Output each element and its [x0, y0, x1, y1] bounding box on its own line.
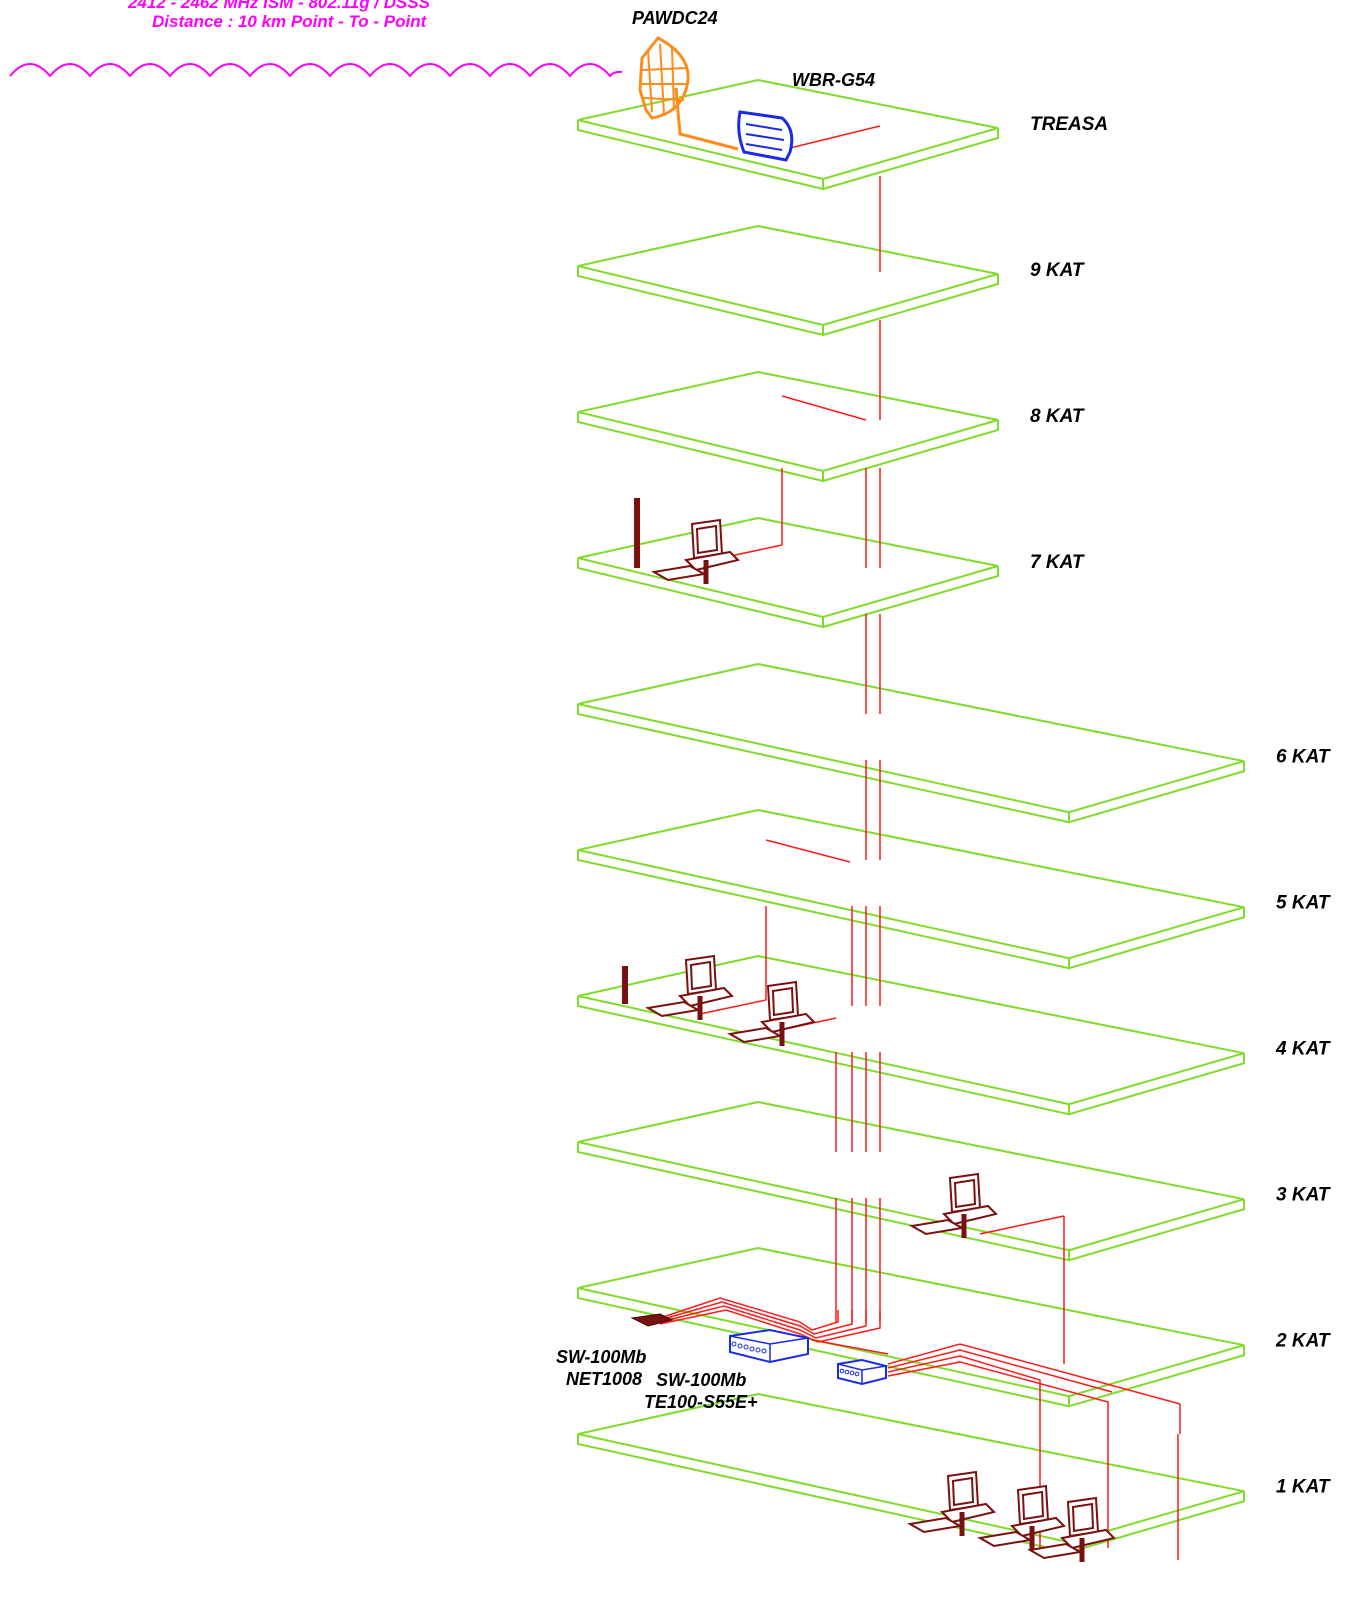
floor-plate [577, 224, 999, 337]
floor-plate [577, 662, 1245, 824]
cable [887, 1349, 1113, 1393]
cable [789, 125, 881, 149]
antenna-icon [638, 36, 739, 151]
computer-icon [977, 1484, 1066, 1550]
cable [979, 1215, 1065, 1235]
network-cables [659, 125, 1181, 1560]
floor-plate [577, 78, 999, 191]
floor-label: 8 KAT [1030, 406, 1085, 427]
floor-plate [577, 370, 999, 483]
router-icon [737, 110, 794, 162]
computer-icon [907, 1470, 996, 1536]
switch-te100-icon [837, 1358, 887, 1386]
cable [781, 395, 867, 421]
floor-label: 9 KAT [1030, 260, 1085, 281]
computers [622, 498, 1116, 1562]
cable [887, 1355, 1041, 1440]
cable [887, 1343, 1181, 1405]
computer-icon [1027, 1496, 1116, 1562]
printer-icon [630, 1313, 674, 1327]
cable [699, 999, 767, 1015]
floor-plate [577, 1392, 1245, 1554]
cable [887, 1361, 1109, 1434]
floor-label: 3 KAT [1276, 1185, 1331, 1206]
computer-icon [645, 954, 734, 1020]
floor-label: 4 KAT [1275, 1039, 1331, 1060]
floor-plates [577, 78, 1245, 1554]
floor-label: 7 KAT [1030, 552, 1085, 573]
wireless-link-spec: 2412 - 2462 MHz ISM - 802.11g / DSSS [127, 0, 431, 12]
cable [811, 1339, 889, 1355]
floor-plate [577, 1100, 1245, 1262]
switch1-name-label: NET1008 [566, 1369, 642, 1389]
switch-net1008-icon [729, 1328, 809, 1364]
switch1-model-label: SW-100Mb [556, 1347, 646, 1367]
floor-plate [577, 808, 1245, 970]
antenna-label: PAWDC24 [632, 8, 718, 28]
switch2-model-label: SW-100Mb [656, 1370, 746, 1390]
floor-labels: TREASA 9 KAT 8 KAT 7 KAT 6 KAT 5 KAT 4 KAT 3 KA… [1030, 114, 1331, 1498]
wall-label-mark [622, 966, 628, 1004]
floor-label: 1 KAT [1276, 1477, 1331, 1498]
computer-icon [727, 980, 816, 1046]
computer-icon [909, 1172, 998, 1238]
floor-plate [577, 516, 999, 629]
floor-label: TREASA [1030, 114, 1108, 135]
wall-label-mark [634, 498, 640, 568]
cable [659, 1305, 867, 1339]
cable [659, 1297, 839, 1331]
floor-label: 5 KAT [1276, 893, 1331, 914]
floor-plate [577, 954, 1245, 1116]
floor-label: 2 KAT [1275, 1331, 1331, 1352]
floor-label: 6 KAT [1276, 747, 1331, 768]
cable [765, 839, 851, 863]
wireless-link-distance: Distance : 10 km Point - To - Point [152, 12, 428, 31]
cable [659, 1301, 853, 1335]
switch2-name-label: TE100-S55E+ [644, 1392, 758, 1412]
computer-icon [651, 518, 740, 584]
router-label: WBR-G54 [792, 70, 875, 90]
wireless-link-wave [9, 63, 623, 78]
